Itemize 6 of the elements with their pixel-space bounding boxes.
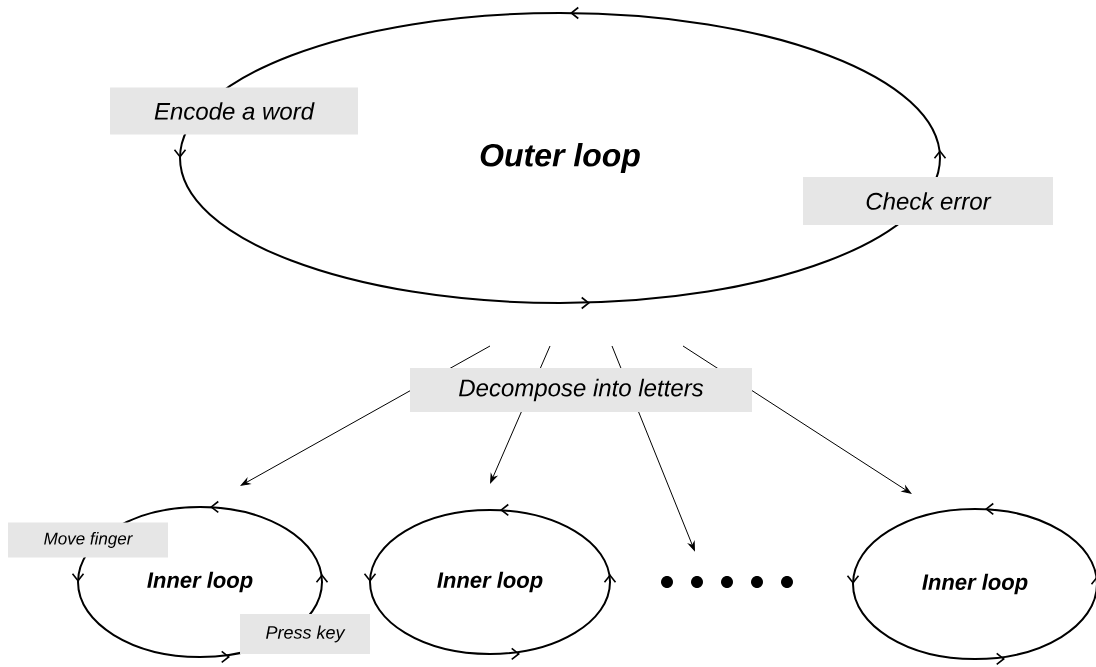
step-label: Move finger (8, 522, 168, 558)
step-label: Decompose into letters (410, 368, 752, 412)
step-label: Press key (240, 614, 370, 654)
step-label: Encode a word (110, 87, 358, 135)
step-label: Check error (803, 177, 1053, 225)
ellipsis-dots (661, 576, 793, 588)
